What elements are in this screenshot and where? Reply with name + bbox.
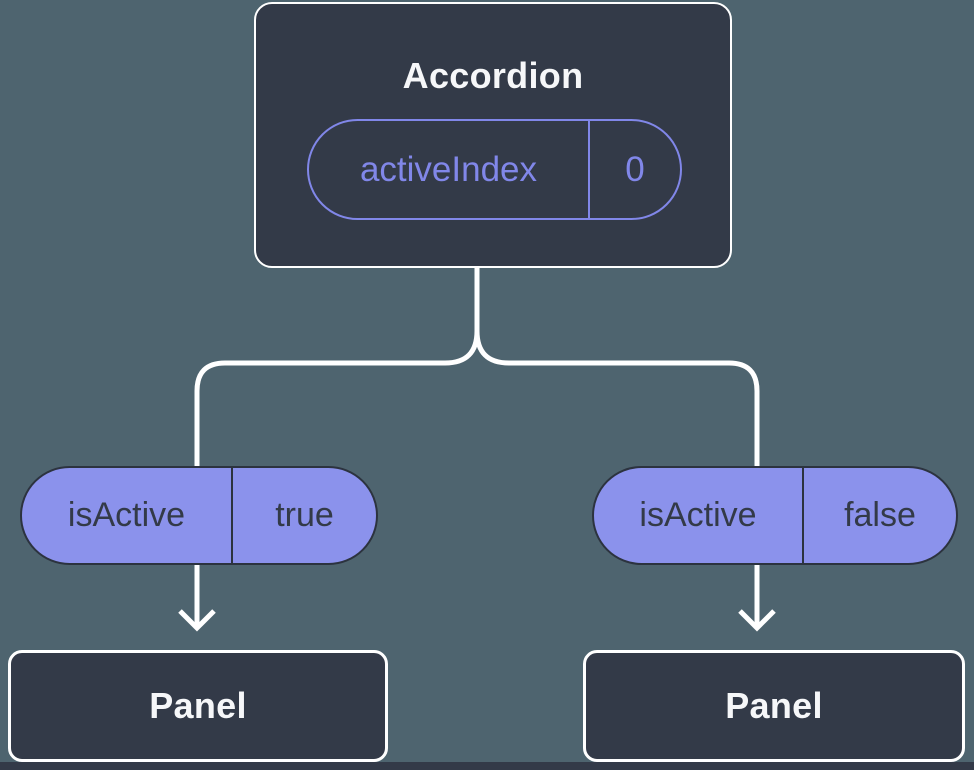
is-active-prop-pill-right: isActive false [592,466,958,565]
prop-value-label: false [802,468,956,563]
connector-branch-right [474,266,760,629]
accordion-node: Accordion activeIndex 0 [254,2,732,268]
arrow-down-right-icon [738,609,776,632]
panel-node-right: Panel [583,650,965,762]
prop-name-label: isActive [639,496,757,534]
prop-name-label: activeIndex [359,149,538,189]
is-active-prop-pill-left: isActive true [20,466,378,565]
panel-title: Panel [149,685,247,726]
connector-branch-left [194,266,480,629]
arrow-down-left-icon [178,609,216,632]
accordion-title: Accordion [402,55,584,96]
active-index-prop-pill: activeIndex 0 [307,119,682,220]
prop-name-label: isActive [67,496,186,534]
prop-value-label: true [231,468,376,563]
panel-title: Panel [725,685,823,726]
panel-node-left: Panel [8,650,388,762]
prop-value-label: 0 [588,121,680,218]
bottom-crop-strip [0,762,974,770]
